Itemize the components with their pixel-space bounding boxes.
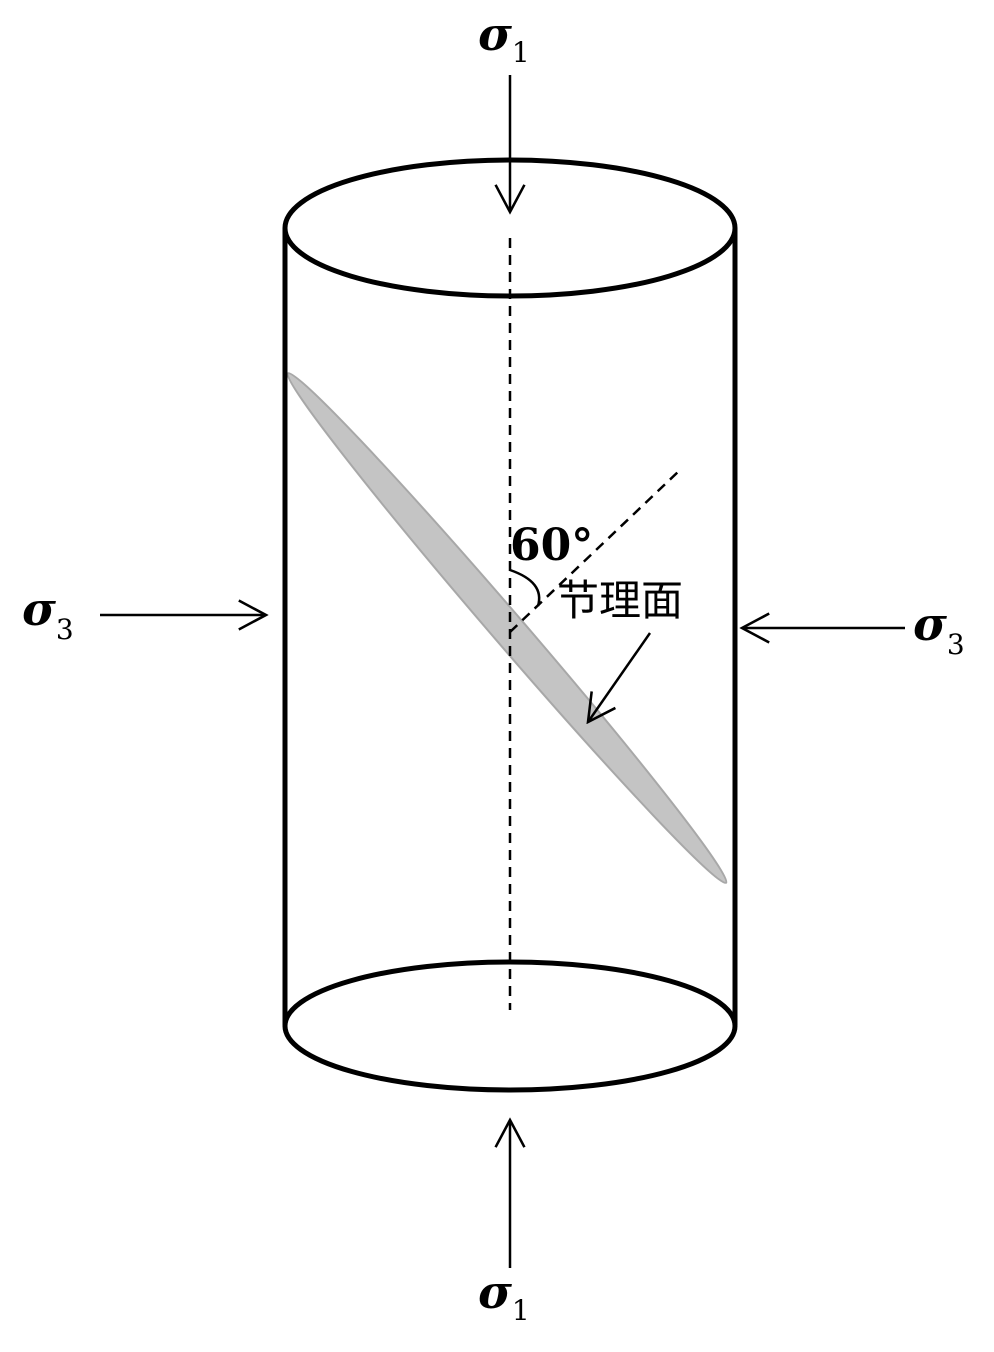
sigma1-bottom-label: σ1 [478,1265,530,1327]
joint-plane-pointer-arrow [588,632,652,722]
angle-arc [509,568,541,607]
angle-label: 60° [510,520,593,571]
joint-plane-label: 节理面 [557,576,683,625]
sigma3-right-label: σ3 [913,597,965,661]
cylinder-bottom-ellipse [282,959,738,1093]
joint-plane [286,372,728,884]
sigma1-top-label: σ1 [478,7,530,69]
sigma3-left-label: σ3 [22,582,74,646]
